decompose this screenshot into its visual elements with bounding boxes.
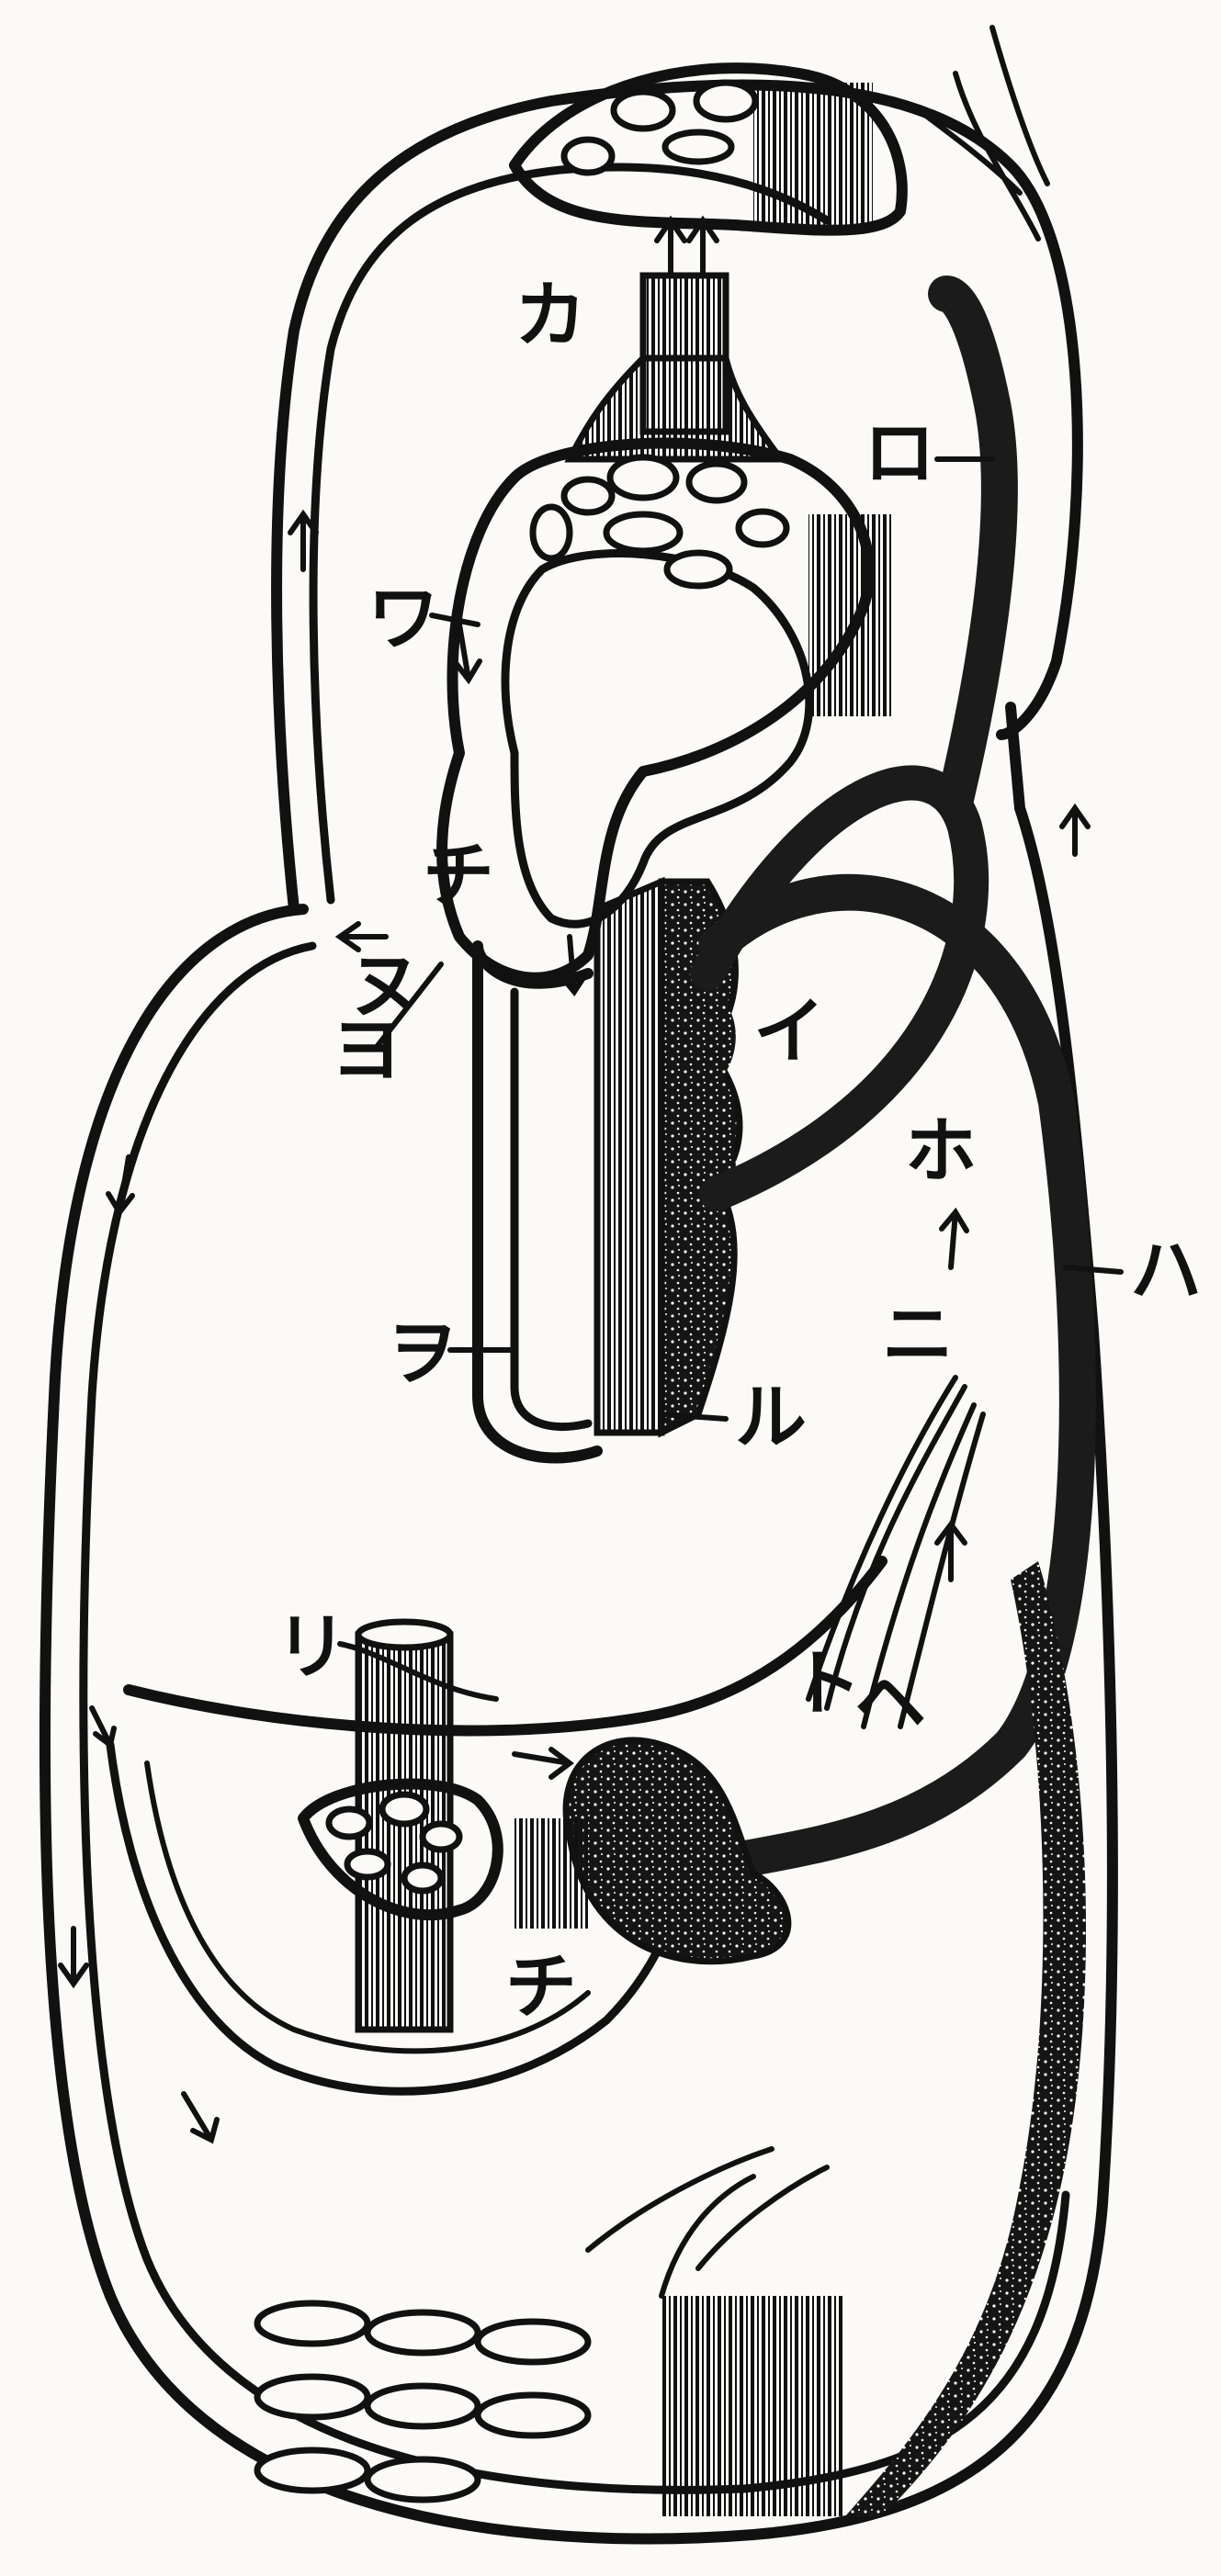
lung-alveolus <box>614 92 673 129</box>
atrium-cell <box>564 479 612 512</box>
intestine-cell <box>367 2386 478 2426</box>
label-wa: ワ <box>367 578 439 660</box>
flow-arrow <box>61 1929 86 1984</box>
label-ni: ニ <box>882 1294 954 1377</box>
label-ru: ル <box>735 1377 807 1459</box>
label-ha: ハ <box>1130 1230 1202 1312</box>
label-chi-upper: チ <box>423 835 494 917</box>
atrium-cell <box>533 507 570 558</box>
intestine-cell <box>478 2322 588 2362</box>
label-ro: ロ <box>864 412 935 495</box>
intestine-cell <box>478 2395 588 2435</box>
atrium-cell <box>606 514 680 551</box>
atrium-cell <box>739 512 786 545</box>
intestine-cell <box>257 2377 367 2417</box>
flow-arrow <box>92 1708 114 1745</box>
lung-alveolus <box>564 140 612 173</box>
label-chi-lower: チ <box>505 1946 577 2029</box>
intestine-cell <box>367 2459 478 2500</box>
atrium-cell <box>667 553 729 586</box>
lower-cell <box>423 1824 459 1850</box>
lower-cell <box>347 1851 388 1877</box>
lower-cell <box>382 1794 426 1824</box>
central-column-hatched <box>597 882 661 1433</box>
intestine-cell <box>257 2450 367 2491</box>
flow-arrow <box>456 624 480 680</box>
lung-alveolus <box>665 132 731 162</box>
lower-cell <box>329 1809 369 1837</box>
label-ka: カ <box>514 275 586 357</box>
flow-arrow <box>942 1212 967 1267</box>
flow-arrow <box>1062 808 1088 854</box>
lung-alveolus <box>696 83 755 119</box>
atrium-cell <box>689 464 744 501</box>
label-yo: ヨ <box>331 1009 402 1092</box>
portal-vessel-top <box>358 1622 450 1648</box>
flow-arrow <box>514 1749 570 1777</box>
label-i: イ <box>753 991 825 1074</box>
aorta-flare <box>570 358 781 459</box>
label-ho: ホ <box>905 1110 977 1193</box>
atrium-hatched-wall <box>808 514 891 716</box>
lower-organ-outline <box>129 1561 882 1730</box>
atrium-cell <box>610 457 676 498</box>
upper-branch-vessels <box>919 28 1047 239</box>
ventricle-loop-inner <box>514 992 588 1427</box>
lower-cell <box>404 1865 441 1891</box>
spleen-hatched <box>514 1818 588 1929</box>
intestine-hatched <box>661 2296 845 2516</box>
ventricle-loop <box>478 946 597 1458</box>
label-wo: ヲ <box>386 1312 458 1395</box>
lower-branch-vessels <box>588 2149 827 2296</box>
lung-venous-hatched <box>753 83 873 230</box>
label-ri: リ <box>276 1606 347 1689</box>
flow-arrow <box>184 2094 217 2140</box>
label-he: ヘ <box>854 1661 926 1744</box>
label-to: ト <box>790 1643 862 1726</box>
intestine-cell <box>257 2303 367 2344</box>
intestine-cell <box>367 2312 478 2353</box>
venous-vein-up <box>946 294 1000 799</box>
